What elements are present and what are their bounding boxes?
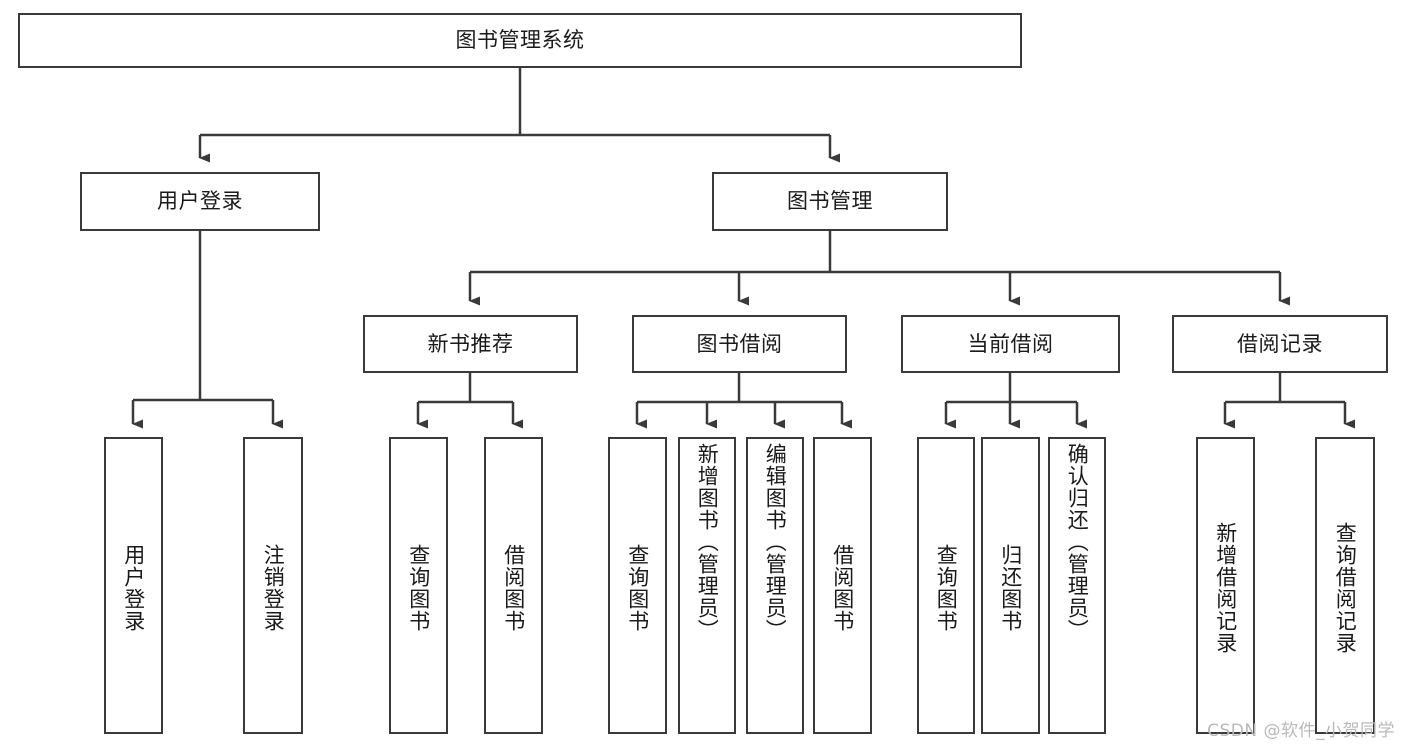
node-leaf-query-book-1-label: 查询图书 [406,543,431,632]
node-leaf-borrow-book-2[interactable]: 借阅图书 [813,437,872,734]
node-leaf-add-borrow-record[interactable]: 新增借阅记录 [1196,437,1255,734]
node-current-borrow[interactable]: 当前借阅 [901,315,1120,373]
node-user-login-label: 用户登录 [157,189,243,214]
node-root-label: 图书管理系统 [455,28,585,53]
node-leaf-query-book-2[interactable]: 查询图书 [608,437,667,734]
node-leaf-add-book-admin-label: 新增图书（管理员） [695,443,720,641]
node-book-borrow[interactable]: 图书借阅 [632,315,847,373]
node-borrow-record-label: 借阅记录 [1237,331,1323,356]
node-leaf-query-book-1[interactable]: 查询图书 [389,437,448,734]
node-book-borrow-label: 图书借阅 [696,331,783,356]
node-book-manage-label: 图书管理 [787,189,873,214]
node-leaf-add-book-admin[interactable]: 新增图书（管理员） [678,437,736,734]
node-leaf-confirm-return-admin[interactable]: 确认归还（管理员） [1048,437,1106,734]
node-leaf-user-login[interactable]: 用户登录 [104,437,163,734]
node-leaf-query-book-3[interactable]: 查询图书 [917,437,975,734]
node-root[interactable]: 图书管理系统 [18,13,1022,68]
node-book-manage[interactable]: 图书管理 [712,172,948,231]
node-leaf-query-borrow-record-label: 查询借阅记录 [1333,521,1358,654]
node-leaf-logout-label: 注销登录 [261,543,286,632]
node-leaf-return-book-label: 归还图书 [998,543,1023,632]
node-leaf-edit-book-admin[interactable]: 编辑图书（管理员） [746,437,804,734]
node-leaf-query-borrow-record[interactable]: 查询借阅记录 [1315,437,1375,734]
node-user-login[interactable]: 用户登录 [80,172,320,231]
node-leaf-borrow-book-1-label: 借阅图书 [501,543,526,632]
node-leaf-query-book-3-label: 查询图书 [934,543,959,632]
node-new-book-recommend[interactable]: 新书推荐 [363,315,578,373]
node-leaf-user-login-label: 用户登录 [121,543,146,632]
node-leaf-add-borrow-record-label: 新增借阅记录 [1213,521,1238,654]
node-borrow-record[interactable]: 借阅记录 [1172,315,1388,373]
node-leaf-confirm-return-admin-label: 确认归还（管理员） [1065,443,1090,641]
watermark-text: CSDN @软件_小贺同学 [1207,721,1395,741]
node-leaf-logout[interactable]: 注销登录 [243,437,303,734]
node-leaf-query-book-2-label: 查询图书 [625,543,650,632]
node-leaf-borrow-book-2-label: 借阅图书 [830,543,855,632]
node-current-borrow-label: 当前借阅 [967,331,1054,356]
node-leaf-return-book[interactable]: 归还图书 [981,437,1040,734]
node-leaf-edit-book-admin-label: 编辑图书（管理员） [763,443,788,641]
node-leaf-borrow-book-1[interactable]: 借阅图书 [484,437,543,734]
node-new-book-recommend-label: 新书推荐 [427,331,514,356]
